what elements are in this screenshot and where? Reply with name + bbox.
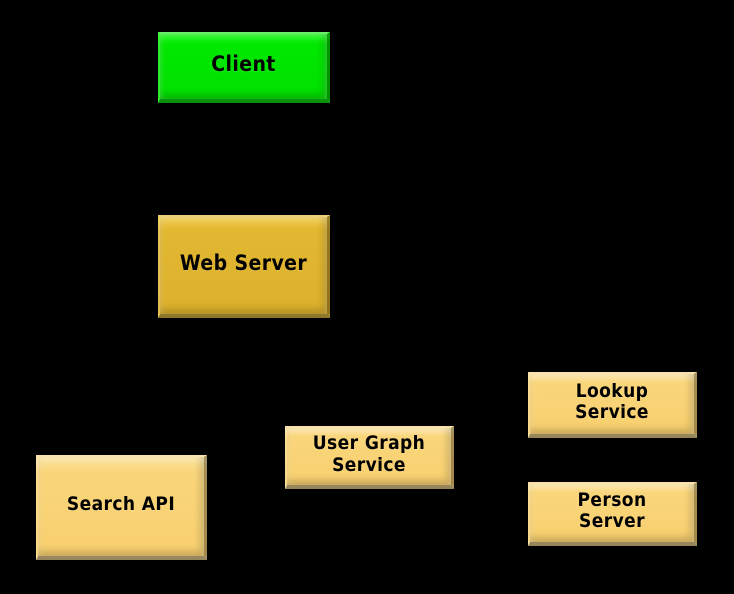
node-person-server[interactable]: Person Server — [528, 482, 697, 546]
node-label-user-graph-service: User Graph Service — [312, 432, 426, 476]
node-label-person-server: Person Server — [577, 488, 647, 532]
node-client[interactable]: Client — [158, 32, 330, 103]
node-search-api[interactable]: Search API — [36, 455, 207, 560]
node-web-server[interactable]: Web Server — [158, 215, 330, 318]
node-user-graph-service[interactable]: User Graph Service — [285, 426, 454, 489]
node-lookup-service[interactable]: Lookup Service — [528, 372, 697, 438]
node-label-web-server: Web Server — [179, 250, 308, 275]
node-label-client: Client — [211, 51, 276, 76]
node-label-search-api: Search API — [66, 492, 176, 515]
node-label-lookup-service: Lookup Service — [575, 379, 649, 423]
